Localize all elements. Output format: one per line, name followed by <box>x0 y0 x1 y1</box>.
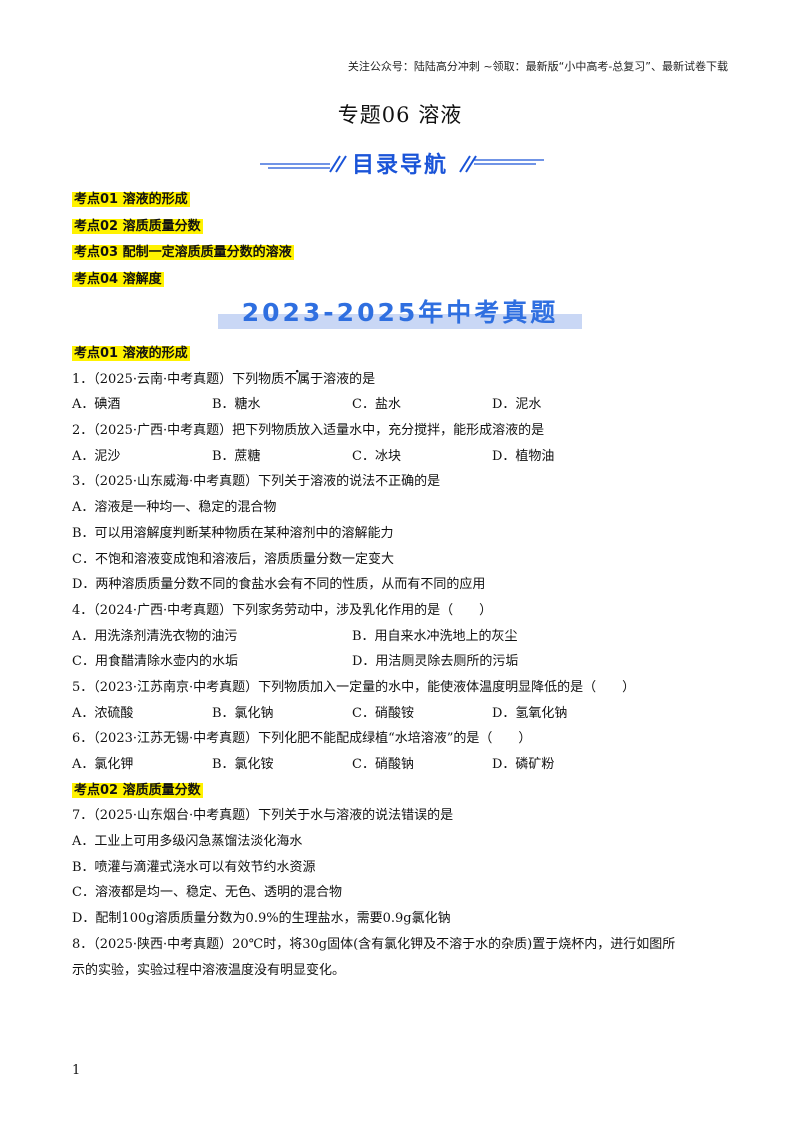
years-banner: 2023-2025年中考真题 <box>218 293 582 329</box>
section-heading: 考点01 溶液的形成 <box>72 346 190 361</box>
question-stem: 3．（2025·山东威海·中考真题）下列关于溶液的说法不正确的是 <box>72 474 441 490</box>
options-row: A．泥沙 B．蔗糖 C．冰块 D．植物油 <box>72 444 732 470</box>
question-list: 考点01 溶液的形成 1．（2025·云南·中考真题）下列物质不属于溶液的是 A… <box>72 341 732 983</box>
option: B．氯化铵 <box>212 757 274 772</box>
question-stem: 4．（2024·广西·中考真题）下列家务劳动中，涉及乳化作用的是（ ） <box>72 602 493 618</box>
option: A．氯化钾 <box>72 757 134 772</box>
question-stem-continued: 示的实验，实验过程中溶液温度没有明显变化。 <box>72 962 346 978</box>
question-stem: 5．（2023·江苏南京·中考真题）下列物质加入一定量的水中，能使液体温度明显降… <box>72 679 636 695</box>
option: D．磷矿粉 <box>492 757 555 772</box>
header-note: 关注公众号：陆陆高分冲刺 ~领取：最新版“小中高考-总复习”、最新试卷下载 <box>347 60 728 73</box>
question-stem: 1．（2025·云南·中考真题）下列物质不属于溶液的是 <box>72 367 732 393</box>
option: C．冰块 <box>352 448 401 464</box>
option: B．氯化钠 <box>212 705 274 721</box>
question-stem: 6．（2023·江苏无锡·中考真题）下列化肥不能配成绿植“水培溶液”的是（ ） <box>72 731 532 747</box>
option: A．浓硫酸 <box>72 705 134 721</box>
toc-item[interactable]: 考点03 配制一定溶质质量分数的溶液 <box>72 245 294 261</box>
option: C．不饱和溶液变成饱和溶液后，溶质质量分数一定变大 <box>72 551 394 567</box>
option: B．可以用溶解度判断某种物质在某种溶剂中的溶解能力 <box>72 525 394 541</box>
question-stem: 7．（2025·山东烟台·中考真题）下列关于水与溶液的说法错误的是 <box>72 808 454 824</box>
nav-banner-title: 目录导航 <box>351 153 448 178</box>
option: B．蔗糖 <box>212 448 261 464</box>
option: C．硝酸钠 <box>352 757 414 772</box>
options-row: C．用食醋清除水壶内的水垢 D．用洁厕灵除去厕所的污垢 <box>72 649 732 675</box>
options-row: A．用洗涤剂清洗衣物的油污 B．用自来水冲洗地上的灰尘 <box>72 624 732 650</box>
option: C．用食醋清除水壶内的水垢 <box>72 654 238 670</box>
option: D．氢氧化钠 <box>492 705 568 721</box>
option: D．用洁厕灵除去厕所的污垢 <box>352 654 519 670</box>
option: B．用自来水冲洗地上的灰尘 <box>352 628 518 644</box>
option: D．植物油 <box>492 448 555 464</box>
option: D．泥水 <box>492 397 542 413</box>
options-row: A．氯化钾 B．氯化铵 C．硝酸钠 D．磷矿粉 <box>72 752 732 778</box>
nav-banner-decoration <box>260 155 544 173</box>
table-of-contents: 考点01 溶液的形成 考点02 溶质质量分数 考点03 配制一定溶质质量分数的溶… <box>72 188 294 295</box>
option: B．糖水 <box>212 397 261 413</box>
option: A．工业上可用多级闪急蒸馏法淡化海水 <box>72 834 303 850</box>
years-banner-title: 2023-2025年中考真题 <box>241 298 559 327</box>
question-stem: 2．（2025·广西·中考真题）把下列物质放入适量水中，充分搅拌，能形成溶液的是 <box>72 423 545 439</box>
option: A．用洗涤剂清洗衣物的油污 <box>72 628 238 644</box>
option: B．喷灌与滴灌式浇水可以有效节约水资源 <box>72 859 316 875</box>
toc-item[interactable]: 考点01 溶液的形成 <box>72 192 190 207</box>
page-number: 1 <box>72 1063 81 1078</box>
options-row: A．碘酒 B．糖水 C．盐水 D．泥水 <box>72 392 732 418</box>
toc-item[interactable]: 考点04 溶解度 <box>72 272 164 288</box>
page-title: 专题06 溶液 <box>337 103 463 127</box>
option: A．碘酒 <box>72 397 121 413</box>
question-stem: 8．（2025·陕西·中考真题）20℃时，将30g固体(含有氯化钾及不溶于水的杂… <box>72 936 676 952</box>
option: C．溶液都是均一、稳定、无色、透明的混合物 <box>72 885 342 901</box>
options-row: A．浓硫酸 B．氯化钠 C．硝酸铵 D．氢氧化钠 <box>72 701 732 727</box>
option: C．硝酸铵 <box>352 705 414 721</box>
option: D．配制100g溶质质量分数为0.9%的生理盐水，需要0.9g氯化钠 <box>72 911 451 927</box>
emphasis-text: 不属 <box>284 372 310 387</box>
option: C．盐水 <box>352 397 401 413</box>
toc-item[interactable]: 考点02 溶质质量分数 <box>72 218 203 234</box>
section-heading: 考点02 溶质质量分数 <box>72 782 203 798</box>
option: D．两种溶质质量分数不同的食盐水会有不同的性质，从而有不同的应用 <box>72 577 486 593</box>
option: A．泥沙 <box>72 448 121 464</box>
option: A．溶液是一种均一、稳定的混合物 <box>72 500 277 516</box>
years-banner-underlay <box>218 314 582 329</box>
